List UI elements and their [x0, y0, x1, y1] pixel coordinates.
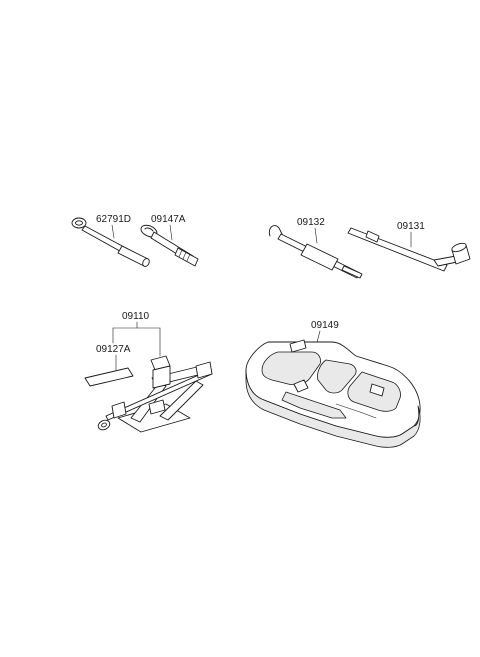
- wrench-bar: [347, 227, 448, 272]
- part-label-09147a[interactable]: 09147A: [151, 214, 186, 225]
- part-label-62791d[interactable]: 62791D: [96, 214, 131, 225]
- handle-ring: [71, 217, 87, 229]
- tray-recess-center: [317, 359, 357, 394]
- wrench-socket-top: [451, 242, 467, 253]
- bar-tip: [341, 265, 363, 279]
- wrench-crank: [433, 255, 458, 267]
- jack-pivot-bottom: [148, 399, 166, 415]
- leader-line: [314, 227, 318, 244]
- jack-pivot-left: [111, 401, 127, 419]
- leader-line: [111, 224, 115, 239]
- jack-screw-eye: [97, 419, 111, 431]
- jack-pivot-right: [195, 361, 213, 379]
- hook-thread: [174, 247, 199, 267]
- extension-bar-part: 09132: [268, 217, 363, 279]
- tray-recess-jack: [261, 351, 321, 386]
- leader-line: [169, 224, 173, 241]
- part-label-09149[interactable]: 09149: [311, 320, 339, 331]
- tray-slot: [293, 379, 309, 393]
- handle-ring-hole: [75, 220, 83, 226]
- jack-label-sticker: [84, 367, 134, 387]
- part-label-09131[interactable]: 09131: [397, 221, 425, 232]
- tool-tray-part: 09149: [245, 320, 421, 448]
- part-label-09132[interactable]: 09132: [297, 217, 325, 228]
- jack-part: 09110 09127A: [84, 311, 213, 433]
- wrench-collar: [365, 230, 380, 243]
- jack-handle-part: 62791D: [71, 214, 150, 267]
- part-label-09110[interactable]: 09110: [122, 311, 150, 322]
- jack-head: [152, 365, 171, 389]
- tray-tab: [289, 339, 307, 353]
- part-label-09127a[interactable]: 09127A: [96, 344, 131, 355]
- tray-recess-bar: [281, 391, 347, 419]
- handle-end: [142, 258, 150, 267]
- wheel-wrench-part: 09131: [347, 221, 471, 272]
- bar-sleeve: [300, 243, 339, 271]
- tray-slot-right: [369, 383, 385, 397]
- hook-eye-inner: [144, 227, 154, 232]
- jack-lower-arm-right: [159, 380, 204, 421]
- bar-hook: [268, 225, 284, 237]
- towing-hook-part: 09147A: [140, 214, 199, 267]
- tray-wall: [245, 369, 421, 448]
